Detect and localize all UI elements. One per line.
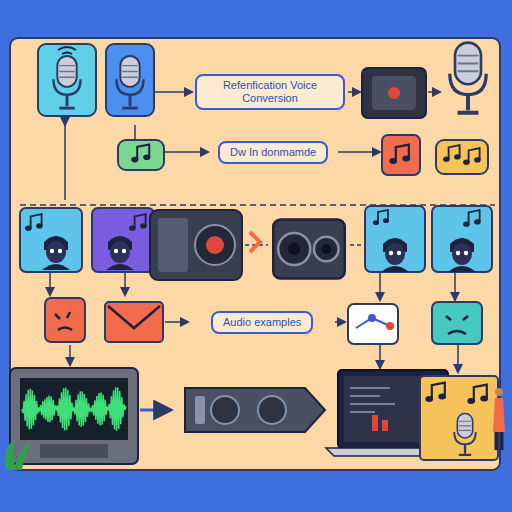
music-box	[382, 135, 420, 175]
singer-card	[432, 206, 492, 272]
envelope-icon	[105, 302, 163, 342]
flow-lines	[20, 92, 495, 410]
face-icon	[432, 302, 482, 344]
label-text: Refenfication Voice Conversion	[207, 79, 333, 105]
person	[493, 388, 505, 450]
studio-mic	[450, 43, 486, 113]
singer-card	[365, 206, 425, 272]
arrow-mark	[250, 232, 260, 252]
music-panel	[420, 376, 498, 460]
music-bubble	[118, 140, 164, 170]
waveform-monitor	[10, 368, 138, 464]
music-notes	[436, 140, 488, 174]
label-text: Audio examples	[223, 316, 301, 329]
speaker-pair	[273, 219, 345, 278]
plant	[5, 440, 30, 470]
mic-icon	[106, 44, 154, 116]
sound-icon	[45, 298, 85, 342]
step-label: Dw In donmamde	[218, 141, 328, 164]
title-label: Refenfication Voice Conversion	[195, 74, 345, 110]
speaker-icon	[362, 68, 426, 118]
mic-icon	[38, 44, 96, 116]
mixer-speaker	[150, 210, 242, 280]
label-text: Dw In donmamde	[230, 146, 316, 159]
mixer-device	[185, 388, 325, 432]
singer-card	[20, 208, 82, 272]
slider-icon	[348, 304, 398, 344]
background-panel	[10, 38, 500, 470]
section-label: Audio examples	[211, 311, 313, 334]
singer-card	[92, 208, 154, 272]
